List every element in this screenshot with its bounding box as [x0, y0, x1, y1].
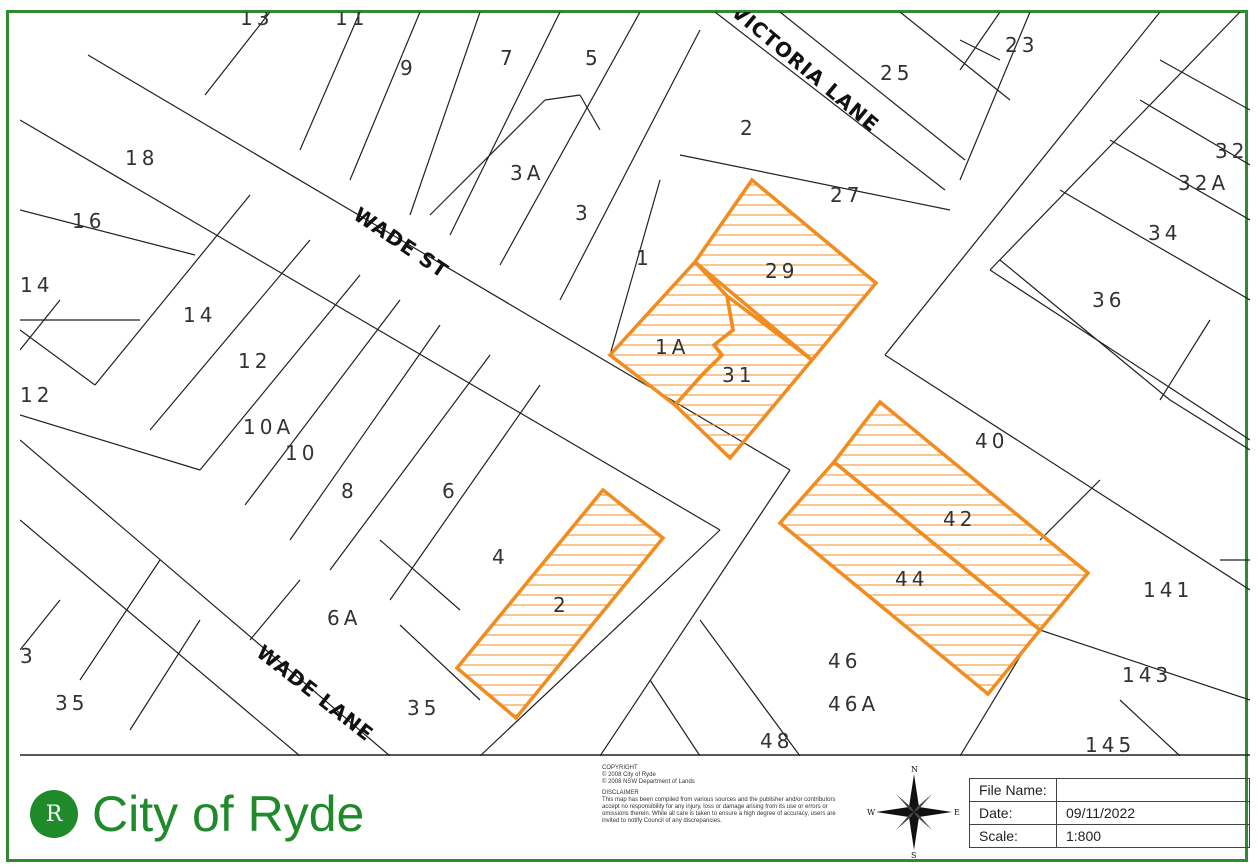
date-label: Date: — [969, 801, 1057, 825]
lot-label: 42 — [943, 507, 976, 531]
lot-label: 145 — [1085, 733, 1135, 756]
north-arrow-icon: N S E W — [867, 765, 960, 859]
parcel-44[interactable] — [777, 459, 1043, 697]
compass-n: N — [911, 765, 918, 774]
lot-label: 2 — [740, 116, 757, 140]
lot-label: 36 — [1092, 288, 1125, 312]
lot-label: 7 — [500, 46, 517, 70]
lot-label: 11 — [335, 12, 368, 30]
lot-label: 18 — [125, 146, 158, 170]
lot-label: 27 — [830, 183, 863, 207]
date-value: 09/11/2022 — [1056, 801, 1250, 825]
lot-label: 6 — [442, 479, 459, 503]
lot-labels: 13 11 9 7 5 23 25 2 3A 3 27 1 29 1A 31 1… — [20, 12, 1248, 756]
lot-label: 12 — [238, 349, 271, 373]
lot-label: 1 — [636, 246, 653, 270]
cadastral-map[interactable]: WADE ST VICTORIA LANE WADE LANE 13 11 9 … — [20, 12, 1250, 756]
lot-label: 44 — [895, 567, 928, 591]
lot-label: 35 — [55, 691, 88, 715]
copyright-heading: COPYRIGHT — [602, 765, 638, 771]
file-name-label: File Name: — [969, 778, 1057, 802]
lot-label: 34 — [1148, 221, 1181, 245]
copyright-line: © 2008 City of Ryde — [602, 772, 656, 778]
map-info-table: File Name: Date: 09/11/2022 Scale: 1:800 — [969, 778, 1250, 848]
lot-label: 46 — [828, 649, 861, 673]
lot-label: 46A — [828, 692, 879, 716]
lot-label: 143 — [1122, 663, 1172, 687]
lot-label: 6A — [327, 606, 361, 630]
lot-label: 9 — [400, 56, 417, 80]
lot-label: 12 — [20, 383, 53, 407]
map-frame — [6, 10, 1248, 862]
lot-label: 1A — [655, 335, 689, 359]
lot-label: 10A — [243, 415, 294, 439]
lot-label: 48 — [760, 729, 793, 753]
compass-e: E — [954, 808, 960, 817]
lot-label: 141 — [1143, 578, 1193, 602]
compass-w: W — [867, 808, 876, 817]
parcel-31[interactable] — [672, 291, 815, 461]
disclaimer-text: This map has been compiled from various … — [602, 797, 836, 824]
road-label-wade-lane: WADE LANE — [252, 640, 378, 746]
city-logo: R City of Ryde — [30, 785, 364, 843]
lot-label: 3 — [575, 201, 592, 225]
copyright-notice: COPYRIGHT © 2008 City of Ryde © 2008 NSW… — [602, 765, 847, 829]
lot-label: 8 — [341, 479, 358, 503]
lot-label: 14 — [20, 273, 53, 297]
lot-label: 14 — [183, 303, 216, 327]
lot-label: 16 — [72, 209, 105, 233]
lot-label: 35 — [407, 696, 440, 720]
lot-label: 31 — [722, 363, 755, 387]
map-footer: R City of Ryde COPYRIGHT © 2008 City of … — [20, 757, 1250, 861]
lot-label: 13 — [240, 12, 273, 30]
lot-label: 29 — [765, 259, 798, 283]
lot-label: 40 — [975, 429, 1008, 453]
lot-label: 5 — [585, 46, 602, 70]
lot-label: 32 — [1215, 139, 1248, 163]
lot-label: 4 — [492, 545, 509, 569]
file-name-value — [1056, 778, 1250, 802]
scale-value: 1:800 — [1056, 824, 1250, 848]
parcel-2[interactable] — [454, 487, 666, 721]
lot-label: 10 — [285, 441, 318, 465]
highlighted-parcels[interactable] — [454, 177, 1091, 721]
compass-s: S — [911, 851, 916, 859]
lot-label: 2 — [553, 593, 570, 617]
copyright-line: © 2008 NSW Department of Lands — [602, 779, 695, 785]
logo-mark-icon: R — [30, 790, 78, 838]
road-label-wade-st: WADE ST — [349, 202, 453, 283]
lot-label: 25 — [880, 61, 913, 85]
logo-name: City of Ryde — [92, 786, 365, 842]
scale-label: Scale: — [969, 824, 1057, 848]
lot-label: 3 — [20, 644, 37, 668]
lot-label: 3A — [510, 161, 544, 185]
lot-label: 23 — [1005, 33, 1038, 57]
parcel-lines — [20, 12, 1250, 756]
lot-label: 32A — [1178, 171, 1229, 195]
disclaimer-heading: DISCLAIMER — [602, 790, 639, 796]
